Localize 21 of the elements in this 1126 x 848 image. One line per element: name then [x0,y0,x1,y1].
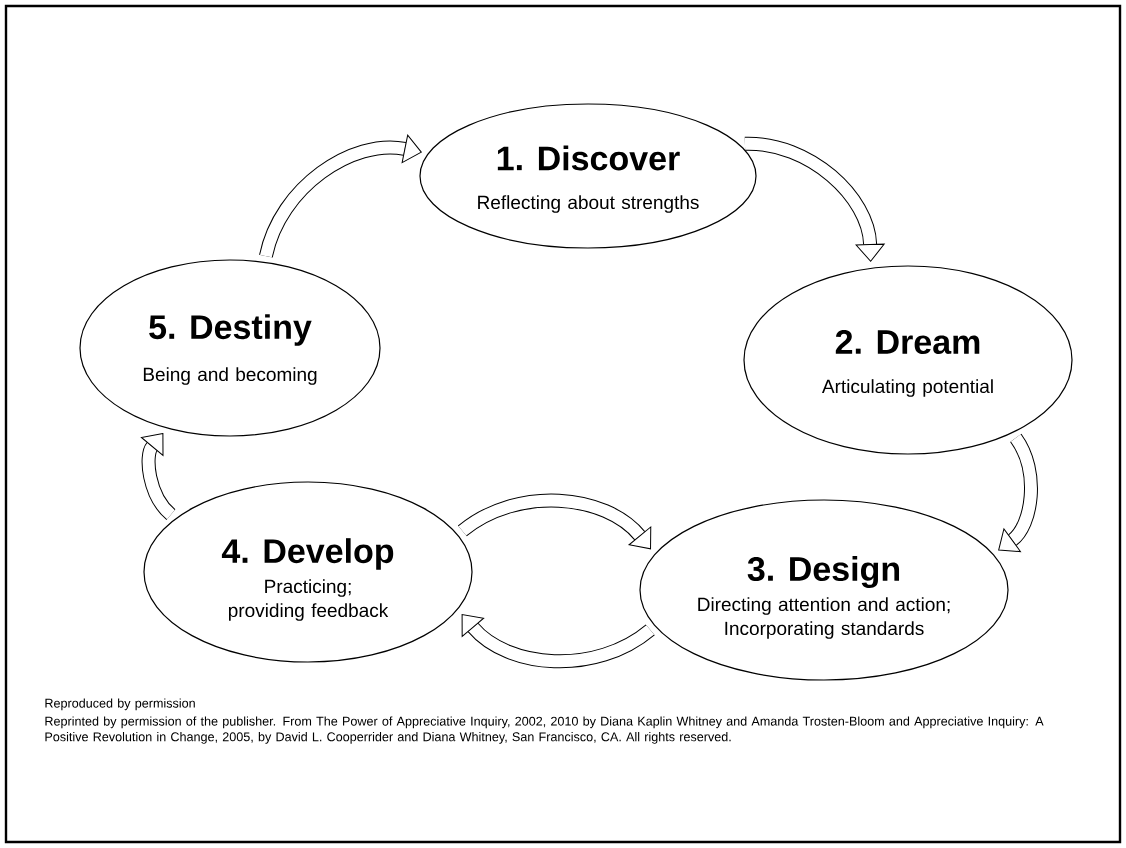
curved-arrow [259,134,422,258]
stage-description: Being and becoming [143,367,317,385]
curved-arrow [461,614,655,669]
stage-ellipse [743,265,1073,455]
stage-title: 4. Develop [221,538,394,570]
stage-title: 3. Design [747,556,900,588]
stage-ellipse [143,481,473,663]
stage-title: 2. Dream [835,329,980,355]
stage-ellipse [639,499,1009,681]
stage-ellipse [419,103,757,249]
stage-description: Practicing; providing feedback [228,579,389,621]
curved-arrow [744,136,885,262]
stage-title: 1. Discover [497,145,680,171]
curved-arrow [458,493,652,550]
stage-description: Directing attention and action; Incorporating standards [698,597,950,639]
stage-description: Articulating potential [821,379,993,397]
stage-ellipse [79,259,381,437]
curved-arrow [140,433,176,520]
curved-arrow [998,434,1038,553]
stage-title: 5. Destiny [149,314,312,346]
stage-description: Reflecting about strengths [478,195,699,213]
